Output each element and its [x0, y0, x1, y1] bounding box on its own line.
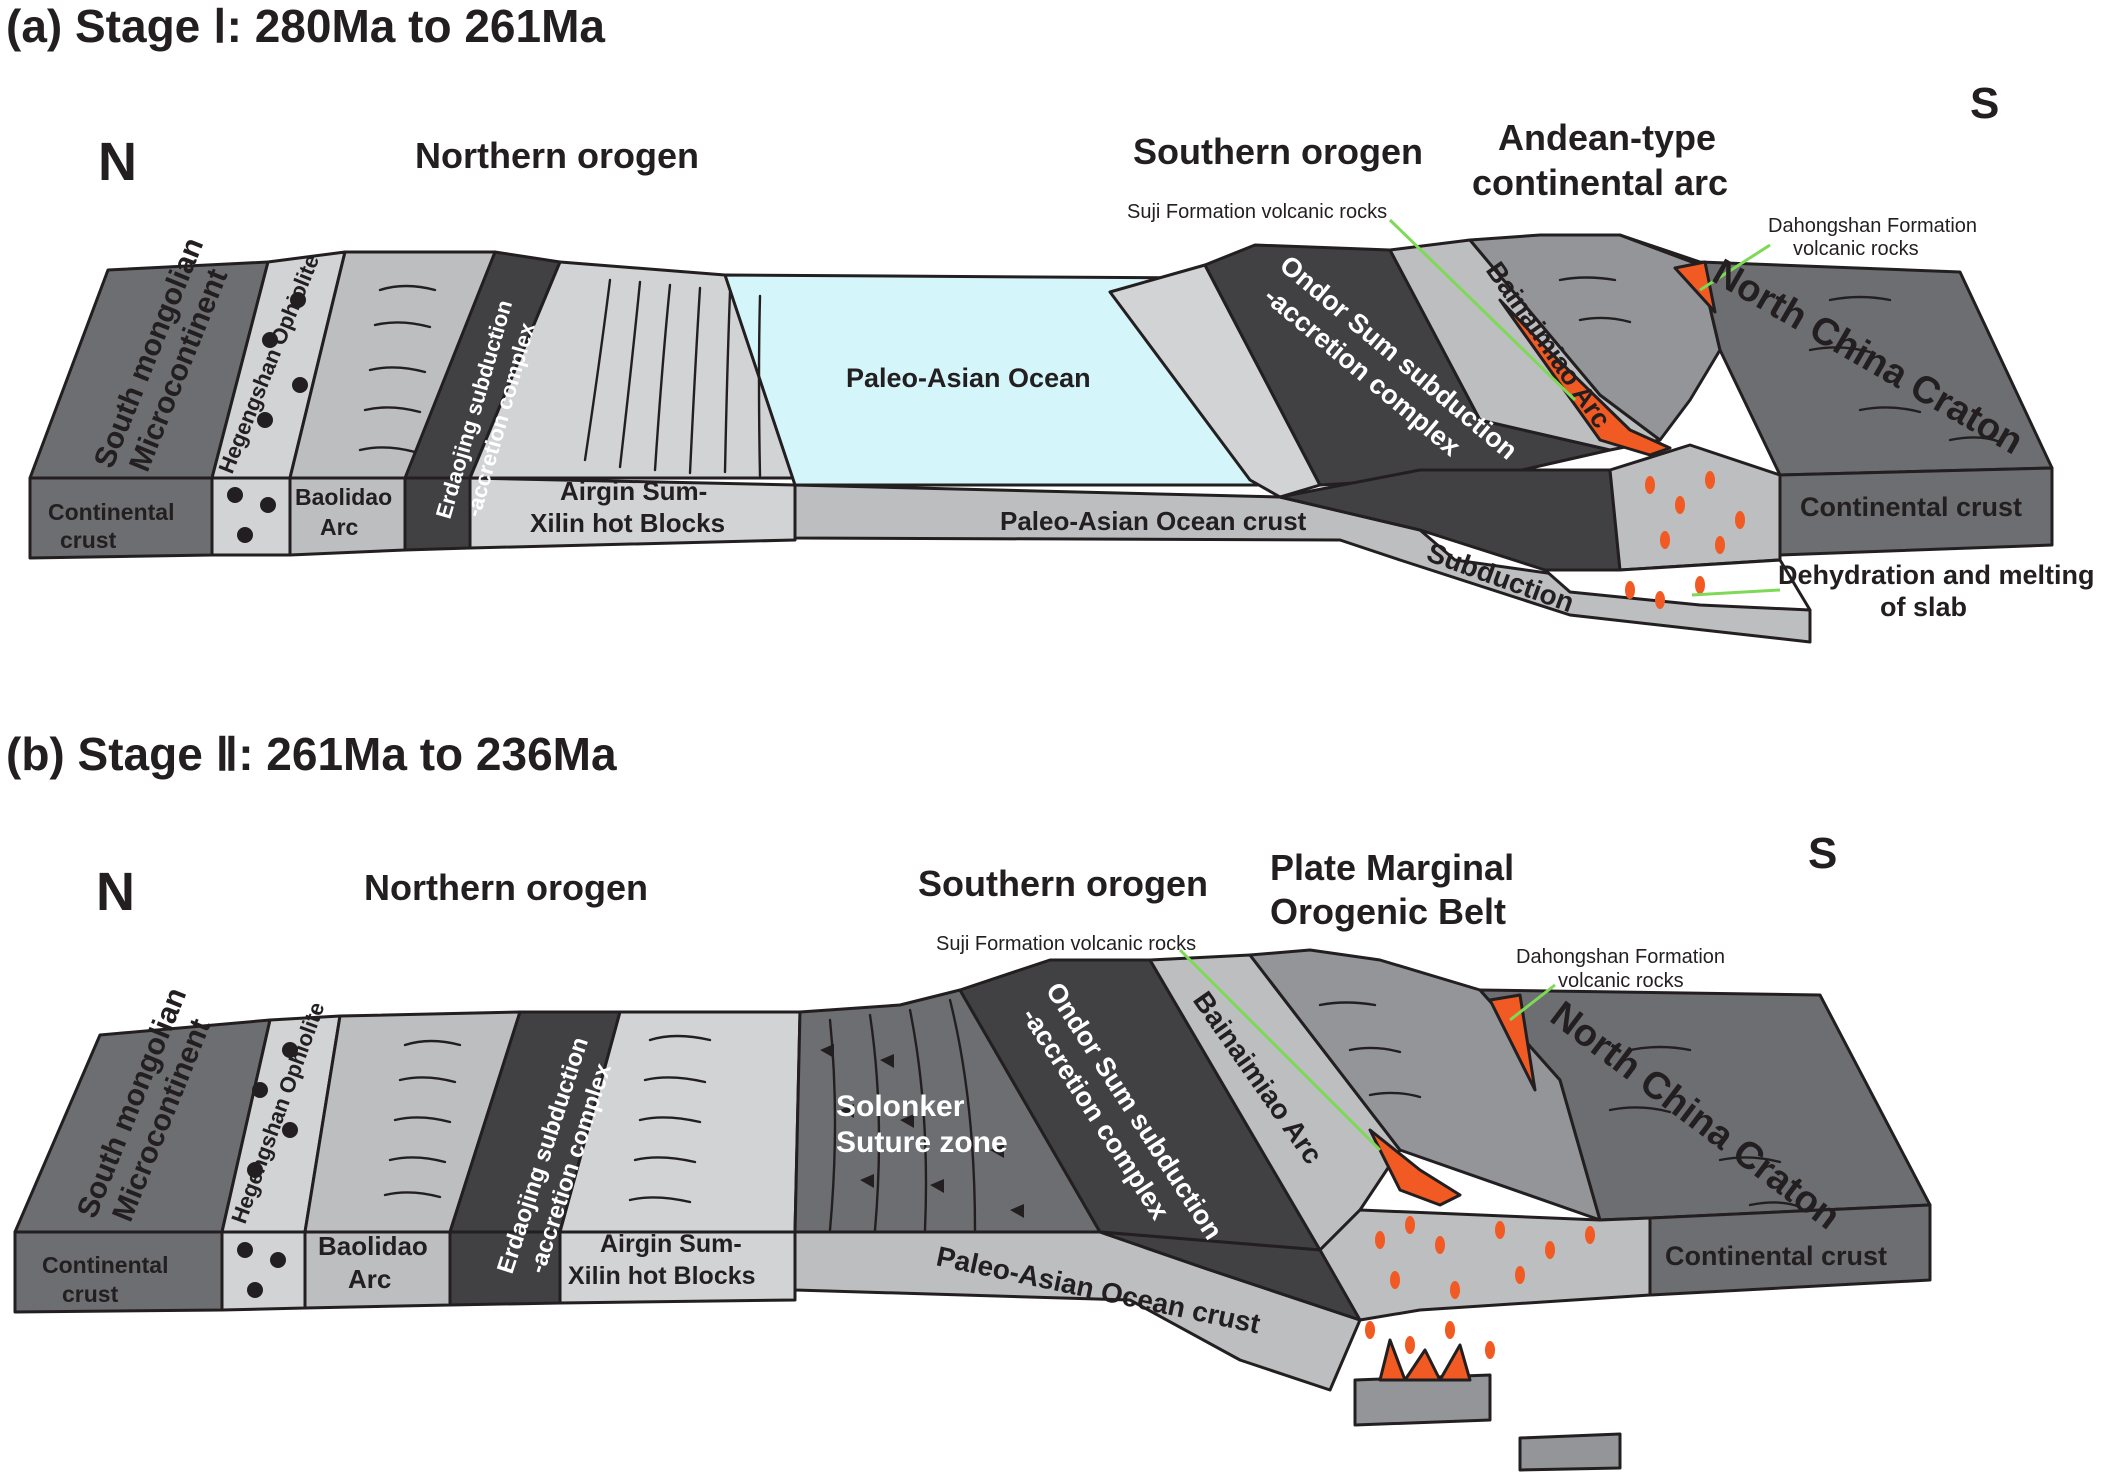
- hegengshan-dots: [237, 1042, 298, 1298]
- dahongshan-label-2: volcanic rocks: [1793, 238, 1919, 260]
- solonker-veins: [828, 998, 977, 1232]
- panel-b-title: (b) Stage Ⅱ: 261Ma to 236Ma: [6, 728, 617, 780]
- dehydration-pointer: [1691, 588, 1781, 597]
- panel-b: (b) Stage Ⅱ: 261Ma to 236Ma N S Northern…: [6, 728, 1932, 1472]
- magma-droplets-a: [1625, 471, 1745, 609]
- hegengshan-front: [210, 476, 292, 557]
- suji-pointer: [1388, 218, 1577, 402]
- solonker-label-1: Solonker: [836, 1090, 965, 1123]
- solonker-triangles: [820, 1044, 1024, 1218]
- airgin-label-2: Xilin hot Blocks: [530, 508, 725, 538]
- melt-zone: [1543, 558, 1812, 612]
- dahongshan-magma: [1673, 260, 1717, 314]
- continental-crust-right-label: Continental crust: [1800, 492, 2022, 522]
- airgin-veins: [628, 1034, 712, 1204]
- dahongshan-label-2: volcanic rocks: [1558, 970, 1684, 992]
- suji-label: Suji Formation volcanic rocks: [1127, 201, 1387, 223]
- suji-magma: [1368, 1128, 1462, 1207]
- airgin-label-2: Xilin hot Blocks: [568, 1262, 756, 1290]
- baolidao-label-1: Baolidao: [295, 484, 392, 510]
- northern-orogen-label: Northern orogen: [364, 867, 648, 908]
- southern-orogen-label: Southern orogen: [918, 863, 1208, 904]
- baolidao-veins: [383, 1039, 462, 1199]
- magma-zone-front: [1318, 1208, 1652, 1322]
- dahongshan-magma: [1488, 993, 1537, 1092]
- continental-crust-left-label-1: Continental: [42, 1252, 169, 1278]
- northern-orogen-label: Northern orogen: [415, 135, 699, 176]
- continental-crust-right-front: [1778, 466, 2054, 557]
- arc-veins: [1558, 276, 1632, 324]
- dehydration-label-1: Dehydration and melting: [1778, 560, 2095, 590]
- north-label: N: [96, 862, 135, 922]
- bainaimiao-top: [1148, 953, 1402, 1252]
- continental-crust-left-label-2: crust: [60, 527, 117, 553]
- hegengshan-dots: [227, 292, 308, 543]
- suji-pointer: [1178, 948, 1382, 1152]
- suji-magma: [1498, 298, 1672, 457]
- suji-label: Suji Formation volcanic rocks: [936, 933, 1196, 955]
- continental-crust-left-label-1: Continental: [48, 499, 175, 525]
- baolidao-label-1: Baolidao: [318, 1231, 428, 1261]
- continental-crust-left-label-2: crust: [62, 1281, 119, 1307]
- airgin-label-1: Airgin Sum-: [600, 1230, 742, 1258]
- belt-label-2: Orogenic Belt: [1270, 891, 1506, 932]
- airgin-label-1: Airgin Sum-: [560, 476, 707, 506]
- belt-label-1: Plate Marginal: [1270, 847, 1514, 888]
- south-label: S: [1970, 79, 1999, 128]
- airgin-front: [558, 1230, 797, 1305]
- dahongshan-pointer: [1699, 243, 1771, 292]
- broken-slab-2: [1518, 1432, 1622, 1472]
- southern-orogen-label: Southern orogen: [1133, 131, 1423, 172]
- continental-crust-right-label: Continental crust: [1665, 1241, 1887, 1271]
- airgin-front: [468, 476, 797, 550]
- dahongshan-label-1: Dahongshan Formation: [1768, 215, 1977, 237]
- dehydration-label-2: of slab: [1880, 592, 1967, 622]
- craton-veins: [1608, 1045, 1802, 1209]
- magma-zone-front: [1608, 443, 1782, 572]
- panel-a: (a) Stage Ⅰ: 280Ma to 261Ma N S Northern…: [6, 0, 2095, 644]
- baolidao-label-2: Arc: [320, 514, 359, 540]
- ocean-crust-label: Paleo-Asian Ocean crust: [1000, 506, 1307, 536]
- broken-slab-1: [1353, 1373, 1492, 1427]
- arc-type-label-1: Andean-type: [1498, 117, 1716, 158]
- craton-veins: [1808, 295, 2002, 444]
- arc-veins: [1318, 1001, 1422, 1099]
- north-label: N: [98, 132, 137, 192]
- panel-a-title: (a) Stage Ⅰ: 280Ma to 261Ma: [6, 0, 605, 52]
- accretion-wedge: [1108, 263, 1322, 499]
- dahongshan-pointer: [1509, 983, 1556, 1022]
- south-label: S: [1808, 829, 1837, 878]
- arc-type-label-2: continental arc: [1472, 162, 1728, 203]
- baolidao-veins: [358, 284, 437, 454]
- magma-droplets-b: [1365, 1216, 1595, 1359]
- continental-crust-right-front: [1648, 1203, 1932, 1297]
- paleo-asian-ocean-label: Paleo-Asian Ocean: [846, 363, 1091, 393]
- baolidao-label-2: Arc: [348, 1264, 391, 1294]
- solonker-label-2: Suture zone: [836, 1126, 1008, 1159]
- airgin-veins: [583, 278, 762, 478]
- dahongshan-label-1: Dahongshan Formation: [1516, 946, 1725, 968]
- hegengshan-front: [220, 1230, 307, 1312]
- melt-plume: [1378, 1338, 1472, 1382]
